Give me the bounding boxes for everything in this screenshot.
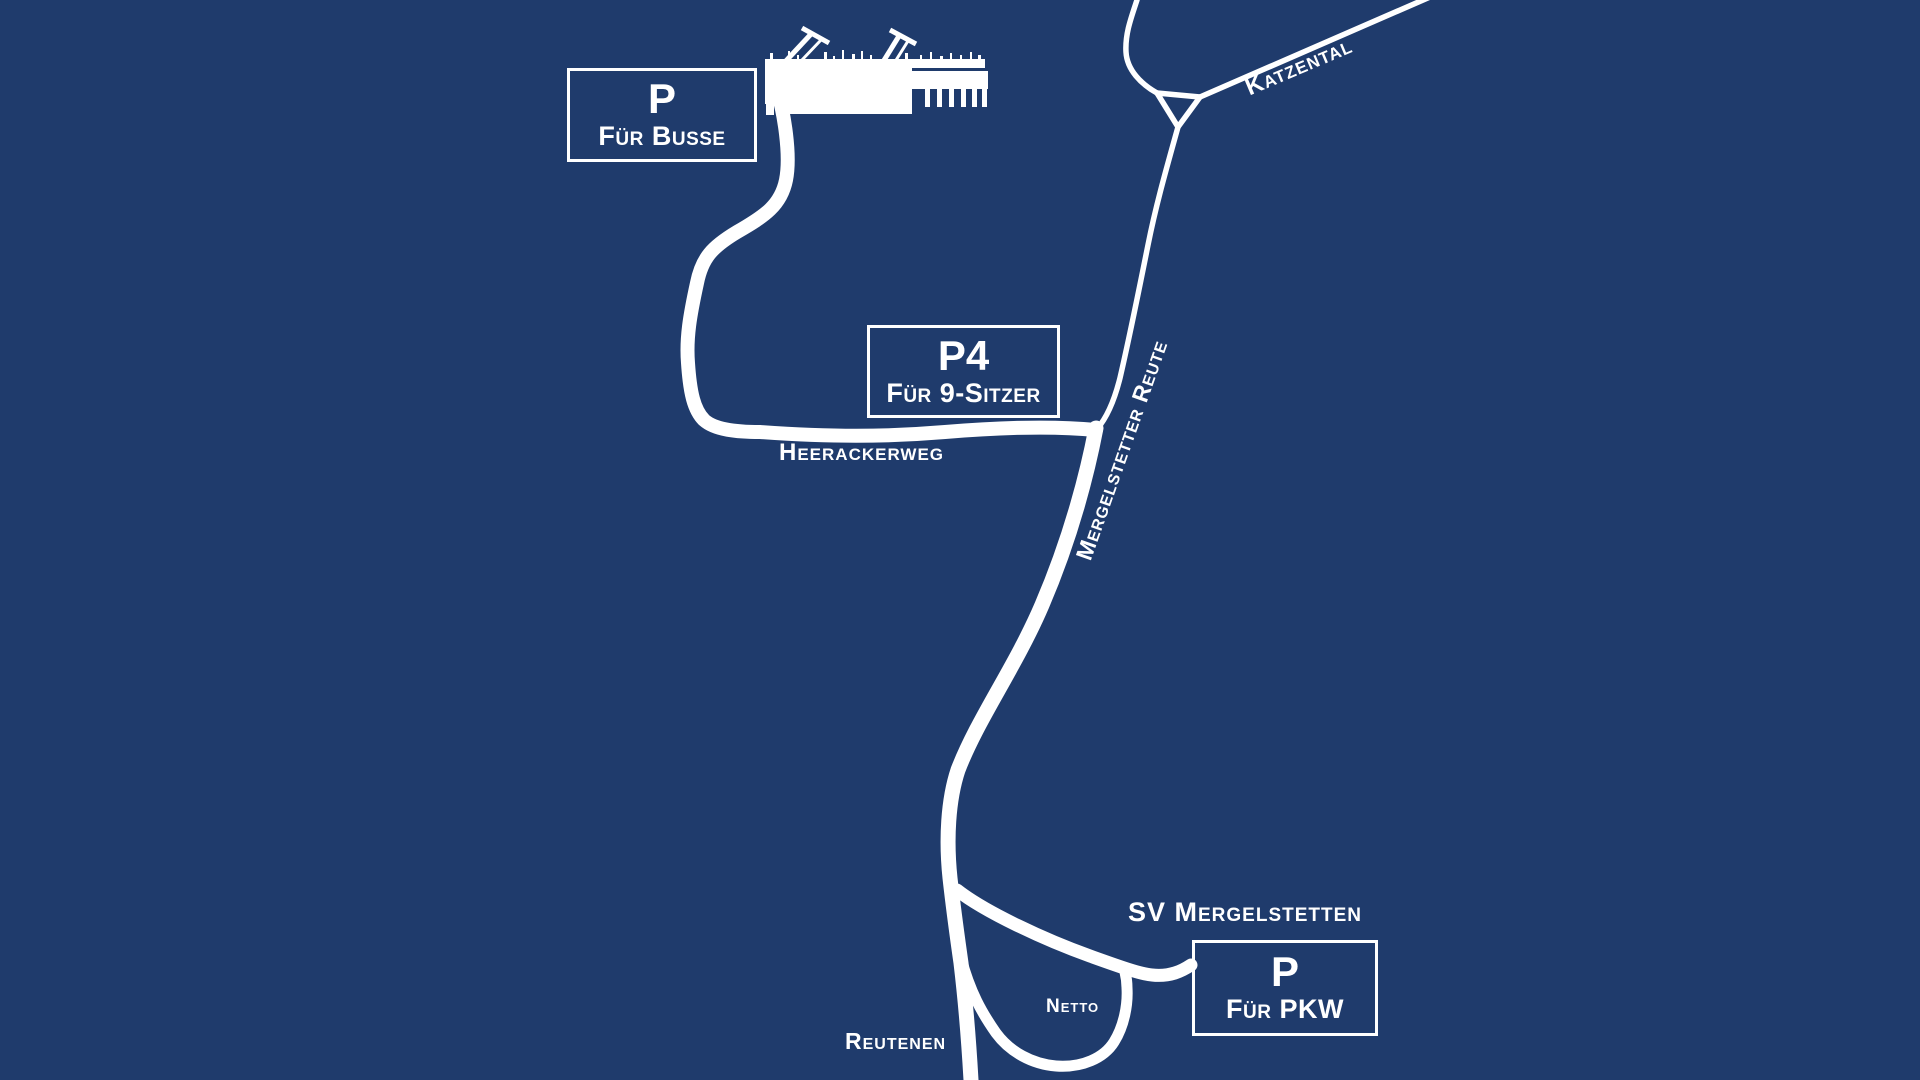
- street-label-reutenen: Reutenen: [845, 1028, 947, 1054]
- parking-sign-pkw-caption: Für PKW: [1226, 994, 1344, 1025]
- stadium-icon: [765, 25, 988, 115]
- parking-sign-pkw: P Für PKW: [1192, 940, 1378, 1036]
- road-junction-triangle: [1154, 90, 1203, 130]
- road-heerackerweg: [680, 83, 1103, 443]
- road-mergelstetter-reute: [1094, 124, 1181, 432]
- parking-sign-busse-symbol: P: [647, 75, 676, 123]
- parking-sign-pkw-symbol: P: [1270, 948, 1299, 996]
- road-netto-loop: [955, 952, 1133, 1072]
- road-branch-pkw: [950, 883, 1198, 982]
- parking-sign-busse-caption: Für Busse: [598, 121, 726, 152]
- road-north: [1123, 0, 1160, 96]
- road-katzental: [1197, 0, 1430, 100]
- poi-label-netto: Netto: [1046, 996, 1100, 1017]
- parking-sign-9sitzer-symbol: P4: [937, 331, 990, 379]
- street-label-heerackerweg: Heerackerweg: [779, 439, 945, 466]
- parking-sign-9sitzer: P4 Für 9-Sitzer: [867, 325, 1060, 418]
- parking-sign-busse: P Für Busse: [567, 68, 757, 162]
- parking-sign-9sitzer-caption: Für 9-Sitzer: [886, 377, 1041, 408]
- poi-label-sv-mergelstetten: SV Mergelstetten: [1128, 897, 1363, 927]
